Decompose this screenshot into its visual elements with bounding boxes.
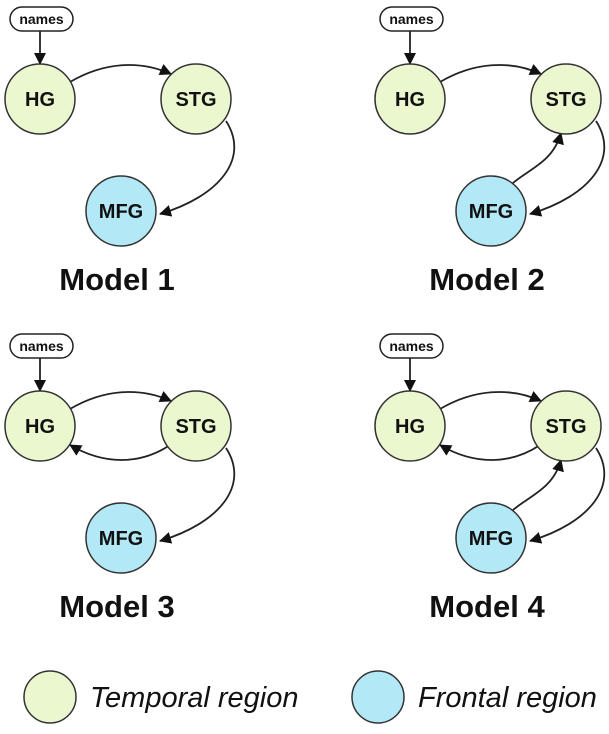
- legend-label: Frontal region: [418, 682, 597, 714]
- node-mfg-label: MFG: [99, 201, 143, 223]
- node-mfg-circle: [455, 175, 527, 247]
- model-title: Model 1: [59, 262, 174, 297]
- node-mfg-label: MFG: [469, 528, 513, 550]
- node-stg-label: STG: [175, 89, 216, 111]
- input-label: names: [389, 338, 434, 354]
- node-stg-circle: [530, 63, 602, 135]
- node-hg-circle: [4, 63, 76, 135]
- edge-hg-to-stg: [439, 391, 542, 410]
- input-box: [9, 333, 74, 359]
- node-stg-circle: [530, 390, 602, 462]
- node-mfg-label: MFG: [469, 201, 513, 223]
- node-stg-circle: [160, 63, 232, 135]
- node-stg-label: STG: [545, 89, 586, 111]
- legend-swatch: [351, 670, 405, 724]
- node-stg: STG: [160, 390, 232, 462]
- node-hg: HG: [4, 390, 76, 462]
- node-stg: STG: [160, 63, 232, 135]
- node-hg: HG: [374, 63, 446, 135]
- node-mfg: MFG: [85, 502, 157, 574]
- node-hg-label: HG: [25, 416, 55, 438]
- node-hg-circle: [374, 63, 446, 135]
- node-stg: STG: [530, 390, 602, 462]
- model-title: Model 3: [59, 589, 174, 624]
- node-mfg: MFG: [455, 175, 527, 247]
- input-box: [9, 6, 74, 32]
- node-hg: HG: [4, 63, 76, 135]
- edge-hg-to-stg: [439, 64, 542, 83]
- edge-stg-to-mfg: [529, 447, 606, 544]
- edge-hg-to-stg: [69, 64, 172, 83]
- model-title: Model 2: [429, 262, 544, 297]
- legend-label: Temporal region: [90, 682, 299, 714]
- input-box: [379, 6, 444, 32]
- edge-stg-to-hg: [439, 444, 541, 461]
- edge-mfg-to-stg: [512, 132, 564, 184]
- node-mfg-circle: [455, 502, 527, 574]
- edge-mfg-to-stg: [512, 459, 564, 511]
- node-hg-label: HG: [395, 416, 425, 438]
- legend-item-frontal: Frontal region: [351, 670, 597, 724]
- edge-stg-to-mfg: [159, 120, 236, 217]
- node-stg-circle: [160, 390, 232, 462]
- edge-stg-to-mfg: [529, 120, 606, 217]
- node-hg-label: HG: [395, 89, 425, 111]
- input-label: names: [19, 11, 64, 27]
- legend-swatch: [23, 670, 77, 724]
- model-title: Model 4: [429, 589, 545, 624]
- edge-stg-to-hg: [69, 444, 171, 461]
- node-stg-label: STG: [175, 416, 216, 438]
- input-label: names: [389, 11, 434, 27]
- node-hg-circle: [4, 390, 76, 462]
- edge-stg-to-mfg: [159, 447, 236, 544]
- node-mfg-circle: [85, 175, 157, 247]
- input-label: names: [19, 338, 64, 354]
- node-hg: HG: [374, 390, 446, 462]
- node-mfg: MFG: [455, 502, 527, 574]
- node-mfg: MFG: [85, 175, 157, 247]
- node-stg-label: STG: [545, 416, 586, 438]
- node-hg-circle: [374, 390, 446, 462]
- node-mfg-label: MFG: [99, 528, 143, 550]
- node-mfg-circle: [85, 502, 157, 574]
- node-hg-label: HG: [25, 89, 55, 111]
- legend-item-temporal: Temporal region: [23, 670, 299, 724]
- node-stg: STG: [530, 63, 602, 135]
- input-box: [379, 333, 444, 359]
- legend: Temporal region Frontal region: [23, 670, 597, 724]
- edge-hg-to-stg: [69, 391, 172, 410]
